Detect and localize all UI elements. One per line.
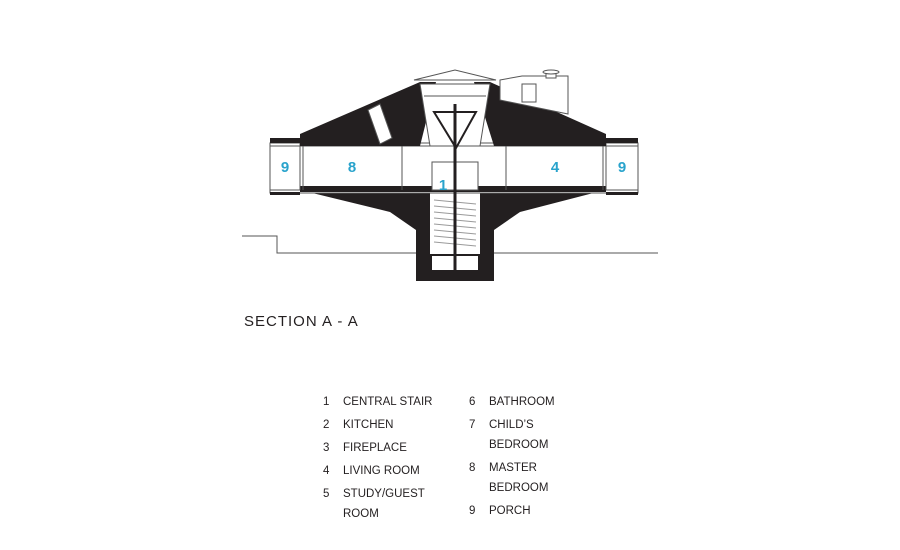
- legend-right: 6 BATHROOM 7 CHILD’S BEDROOM 8 MASTER BE…: [469, 392, 599, 524]
- legend-number: 5: [323, 488, 330, 500]
- legend-item: 2 KITCHEN: [323, 415, 453, 435]
- legend-label: CENTRAL STAIR: [343, 396, 433, 408]
- legend-item: 9 PORCH: [469, 501, 599, 521]
- lantern-cap: [413, 69, 497, 81]
- legend-item: 7 CHILD’S BEDROOM: [469, 415, 599, 455]
- legend-item: 3 FIREPLACE: [323, 438, 453, 458]
- label-porch-left: 9: [281, 159, 289, 176]
- legend-label: PORCH: [489, 505, 531, 517]
- legend-number: 6: [469, 396, 476, 408]
- legend-label: CHILD’S BEDROOM: [489, 419, 549, 451]
- chimney-cap: [542, 69, 560, 75]
- legend-item: 6 BATHROOM: [469, 392, 599, 412]
- legend-number: 7: [469, 419, 476, 431]
- legend-number: 1: [323, 396, 330, 408]
- legend-label: FIREPLACE: [343, 442, 407, 454]
- legend-left: 1 CENTRAL STAIR 2 KITCHEN 3 FIREPLACE 4 …: [323, 392, 453, 527]
- room-dividers: [299, 143, 607, 190]
- rooftop-window: [521, 83, 537, 103]
- section-title: SECTION A - A: [244, 313, 359, 330]
- legend-label: STUDY/GUEST ROOM: [343, 488, 425, 520]
- right-porch-slab: [606, 192, 638, 195]
- legend-number: 3: [323, 442, 330, 454]
- legend-item: 4 LIVING ROOM: [323, 461, 453, 481]
- legend-label: LIVING ROOM: [343, 465, 420, 477]
- legend-label: MASTER BEDROOM: [489, 462, 549, 494]
- legend-item: 5 STUDY/GUEST ROOM: [323, 484, 453, 524]
- left-porch-slab: [270, 192, 300, 195]
- roof-skylight: [367, 103, 393, 145]
- label-master-bedroom: 8: [348, 159, 356, 176]
- porch-roof-right: [606, 138, 638, 143]
- label-central-stair: 1: [439, 177, 447, 194]
- section-drawing: 9 8 1 4 9: [242, 69, 658, 281]
- label-porch-right: 9: [618, 159, 626, 176]
- legend-number: 9: [469, 505, 476, 517]
- legend-number: 2: [323, 419, 330, 431]
- porch-roof-left: [270, 138, 300, 143]
- legend-label: KITCHEN: [343, 419, 394, 431]
- roof-left: [300, 82, 436, 146]
- legend-item: 1 CENTRAL STAIR: [323, 392, 453, 412]
- label-living-room: 4: [551, 159, 560, 176]
- ground-line-left: [242, 235, 418, 254]
- legend-label: BATHROOM: [489, 396, 555, 408]
- legend-item: 8 MASTER BEDROOM: [469, 458, 599, 498]
- legend-number: 8: [469, 462, 476, 474]
- legend-number: 4: [323, 465, 330, 477]
